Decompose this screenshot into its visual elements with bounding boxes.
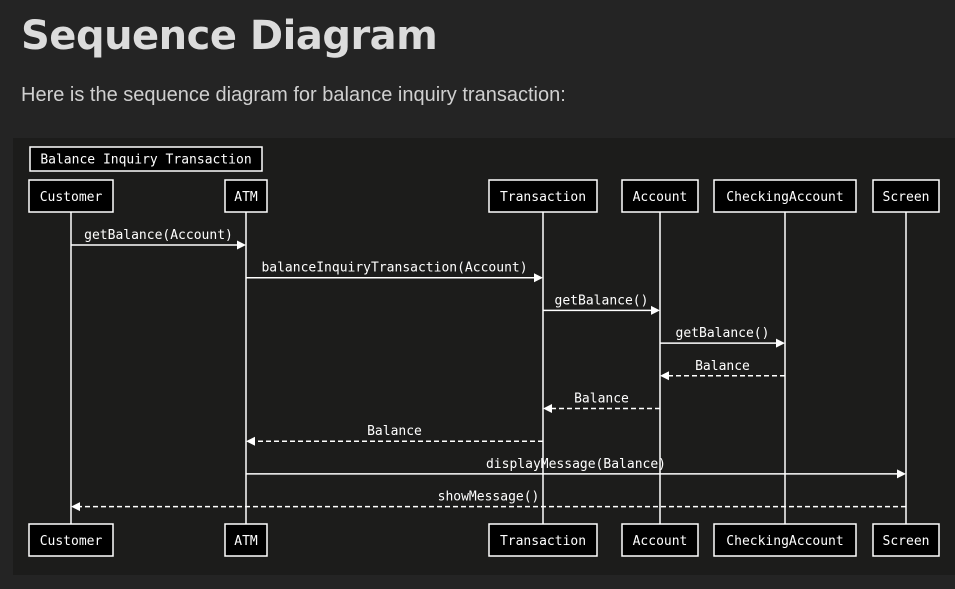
participant-label: Screen — [883, 534, 930, 549]
arrowhead-icon — [543, 404, 552, 413]
participant-atm-top: ATM — [224, 179, 268, 213]
participant-label: ATM — [234, 534, 258, 549]
participant-label: CheckingAccount — [726, 190, 843, 205]
message-4: getBalance() — [660, 326, 785, 348]
participant-label: ATM — [234, 190, 258, 205]
message-2: balanceInquiryTransaction(Account) — [246, 261, 543, 283]
participant-account-bottom: Account — [621, 523, 699, 557]
arrowhead-icon — [237, 240, 246, 250]
message-label: getBalance() — [555, 293, 649, 308]
message-9: showMessage() — [71, 490, 906, 512]
participant-customer-bottom: Customer — [28, 523, 114, 557]
arrowhead-icon — [897, 469, 906, 479]
participant-label: Transaction — [500, 534, 586, 549]
message-8: displayMessage(Balance) — [246, 457, 906, 479]
participant-label: Account — [633, 190, 688, 205]
message-label: Balance — [367, 424, 422, 439]
message-6: Balance — [543, 392, 660, 413]
message-label: getBalance() — [676, 326, 770, 341]
participant-transaction-top: Transaction — [488, 179, 598, 213]
message-label: showMessage() — [438, 490, 540, 505]
arrowhead-icon — [246, 436, 255, 446]
message-3: getBalance() — [543, 293, 660, 315]
message-label: displayMessage(Balance) — [486, 457, 666, 472]
participant-screen-top: Screen — [872, 179, 940, 213]
arrowhead-icon — [534, 273, 543, 283]
participant-label: Transaction — [500, 190, 586, 205]
arrowhead-icon — [71, 502, 80, 512]
participant-checking-top: CheckingAccount — [713, 179, 857, 213]
frame-title: Balance Inquiry Transaction — [40, 153, 251, 168]
message-label: Balance — [574, 392, 629, 407]
participant-transaction-bottom: Transaction — [488, 523, 598, 557]
participant-screen-bottom: Screen — [872, 523, 940, 557]
participant-customer-top: Customer — [28, 179, 114, 213]
participant-checking-bottom: CheckingAccount — [713, 523, 857, 557]
arrowhead-icon — [651, 305, 660, 315]
message-label: getBalance(Account) — [84, 228, 233, 243]
intro-text: Here is the sequence diagram for balance… — [21, 84, 566, 106]
participant-account-top: Account — [621, 179, 699, 213]
page-title: Sequence Diagram — [21, 13, 438, 59]
message-5: Balance — [660, 359, 785, 381]
frame-title-box: Balance Inquiry Transaction — [29, 146, 263, 172]
participant-label: CheckingAccount — [726, 534, 843, 549]
participant-label: Account — [633, 534, 688, 549]
participant-label: Screen — [883, 190, 930, 205]
message-label: balanceInquiryTransaction(Account) — [261, 261, 527, 276]
participant-label: Customer — [40, 190, 103, 205]
message-label: Balance — [695, 359, 750, 374]
message-1: getBalance(Account) — [71, 228, 246, 250]
arrowhead-icon — [776, 338, 785, 348]
arrowhead-icon — [660, 371, 669, 381]
participant-label: Customer — [40, 534, 103, 549]
message-7: Balance — [246, 424, 543, 446]
sequence-diagram: getBalance(Account) balanceInquiryTransac… — [13, 138, 955, 575]
sequence-diagram-svg: getBalance(Account) balanceInquiryTransac… — [28, 146, 940, 557]
participant-atm-bottom: ATM — [224, 523, 268, 557]
